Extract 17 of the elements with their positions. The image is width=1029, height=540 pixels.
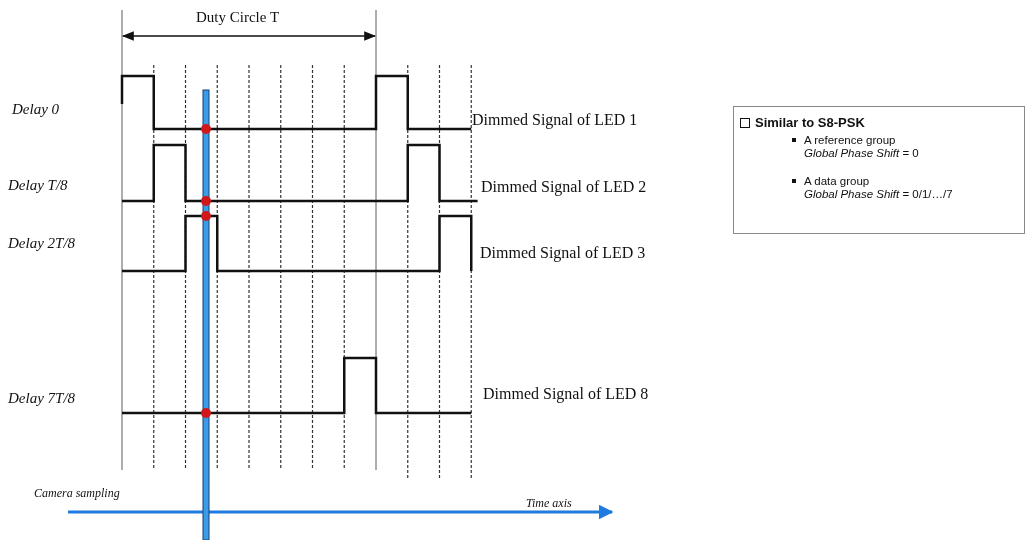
text-label: Camera sampling bbox=[34, 487, 120, 501]
text-label: Dimmed Signal of LED 8 bbox=[483, 385, 649, 403]
text-label: Delay 7T/8 bbox=[8, 390, 76, 407]
bullet-text: A data group bbox=[804, 175, 870, 187]
formula-text: Global Phase Shift = 0/1/…/7 bbox=[804, 188, 954, 200]
note-box bbox=[733, 106, 1025, 234]
note-heading: Similar to S8-PSK bbox=[755, 115, 865, 130]
bullet-text: A reference group bbox=[804, 134, 896, 146]
formula-text: Global Phase Shift = 0 bbox=[804, 147, 920, 159]
text-label: Time axis bbox=[526, 497, 572, 511]
text-label: Duty Circle T bbox=[196, 9, 280, 26]
text-label: Dimmed Signal of LED 3 bbox=[480, 244, 646, 262]
text-label: Dimmed Signal of LED 1 bbox=[472, 111, 638, 129]
text-label: Dimmed Signal of LED 2 bbox=[481, 178, 647, 196]
text-label: Delay T/8 bbox=[8, 177, 68, 194]
text-label: Delay 0 bbox=[12, 101, 60, 118]
text-label: Delay 2T/8 bbox=[8, 235, 76, 252]
